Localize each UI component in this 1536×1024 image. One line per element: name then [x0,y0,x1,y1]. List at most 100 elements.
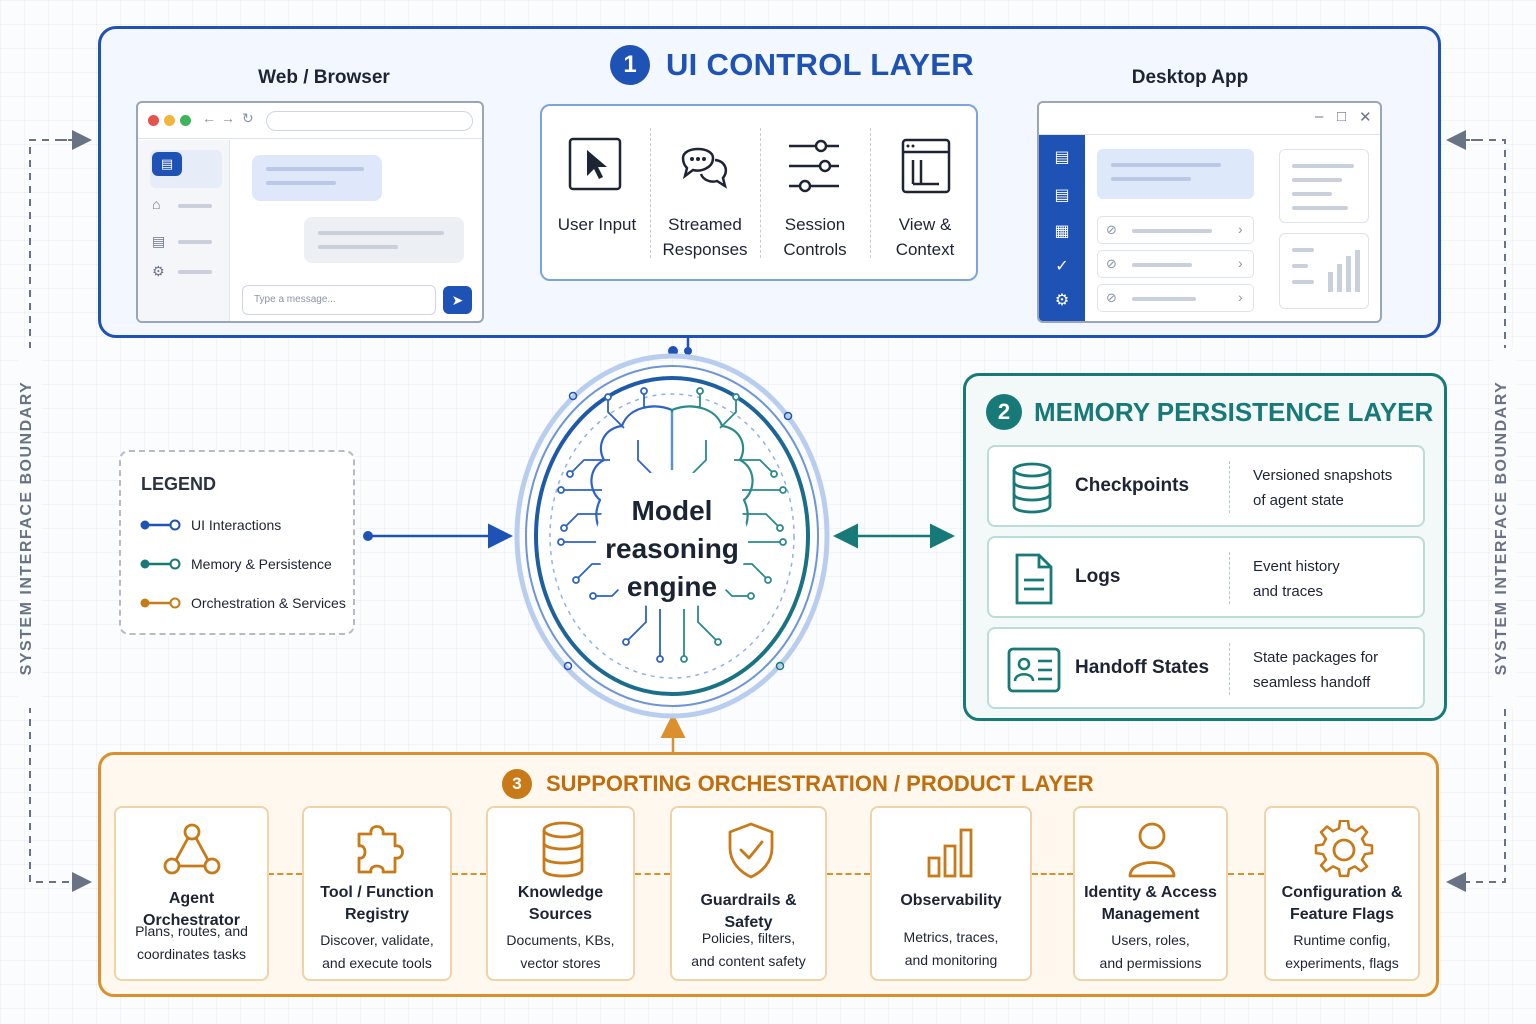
browser-sidebar: ▤ ⌂ ▤ ⚙ [138,140,230,321]
sliders-icon [789,139,839,193]
orchestration-item-observability: Observability Metrics, traces,and monito… [870,806,1032,981]
brain-circuit-icon [514,353,830,719]
minimize-dot-icon [164,115,175,126]
maximize-dot-icon [180,115,191,126]
ui-layer-number-badge: 1 [610,45,650,85]
maximize-icon[interactable]: □ [1337,108,1347,125]
memory-item-name: Logs [1075,566,1121,587]
grid-icon[interactable]: ▦ [1054,223,1070,240]
orchestration-link [452,873,486,875]
gear-icon[interactable]: ⚙ [1054,292,1070,309]
browser-mockup: ← → ↻ ▤ ⌂ ▤ ⚙ Type a message... ➤ [136,101,484,323]
orchestration-link [1032,873,1073,875]
forward-arrow-icon[interactable]: → [221,110,235,126]
orchestration-item-configuration-flags: Configuration &Feature Flags Runtime con… [1264,806,1420,981]
window-icon [901,138,951,194]
back-arrow-icon[interactable]: ← [202,110,216,126]
puzzle-icon [357,825,404,874]
reload-icon[interactable]: ↻ [242,110,254,126]
ui-layer-heading: 1 UI CONTROL LAYER [610,42,974,88]
orchestration-layer-title: SUPPORTING ORCHESTRATION / PRODUCT LAYER [546,771,1094,796]
orchestration-item-name: Observability [900,892,1002,909]
orchestration-item-desc: Policies, filters,and content safety [691,930,806,969]
chat-icon[interactable]: ▤ [1054,149,1070,166]
boundary-label-right: SYSTEM INTERFACE BOUNDARY [1493,348,1517,708]
close-icon[interactable]: ✕ [1359,109,1372,126]
incoming-message-bubble [252,155,382,201]
network-nodes-icon [163,823,221,875]
outgoing-message-bubble [304,217,464,263]
document-icon[interactable]: ▤ [1054,187,1070,204]
id-card-icon [1007,647,1061,693]
send-icon[interactable]: ➤ [443,286,472,314]
document-icon[interactable]: ▤ [152,233,166,249]
legend-item-memory: Memory & Persistence [139,554,332,574]
memory-layer-title: MEMORY PERSISTENCE LAYER [1034,396,1434,427]
minimize-icon[interactable]: – [1315,108,1324,125]
desktop-chart-panel [1279,233,1369,309]
browser-toolbar: ← → ↻ [138,103,482,139]
desktop-active-card [1097,149,1254,199]
legend-title: LEGEND [141,474,217,494]
legend-line-blue [140,519,181,531]
gear-icon[interactable]: ⚙ [152,263,165,279]
desktop-list-row[interactable]: ⊘ › [1097,284,1254,312]
chat-bubbles-icon [681,147,727,189]
feature-view-context: View &Context [870,106,980,279]
orchestration-link [827,873,870,875]
engine-label: Model reasoning engine [605,495,739,602]
legend-item-ui: UI Interactions [139,515,281,535]
feature-user-input: User Input [542,106,652,279]
desktop-app-mockup: – □ ✕ ▤ ▤ ▦ ✓ ⚙ ⊘ › ⊘ › ⊘ › [1037,101,1382,323]
desktop-text-panel [1279,149,1369,223]
legend-box: LEGEND UI Interactions Memory & Persiste… [119,450,355,635]
gear-icon [1314,820,1374,878]
close-dot-icon [148,115,159,126]
legend-line-teal [140,558,181,570]
orchestration-item-guardrails-safety: Guardrails & Safety Policies, filters,an… [670,806,827,981]
message-input[interactable]: Type a message... [242,285,436,315]
desktop-list-row[interactable]: ⊘ › [1097,216,1254,244]
orchestration-item-desc: Users, roles,and permissions [1099,932,1202,971]
desktop-list-row[interactable]: ⊘ › [1097,250,1254,278]
legend-line-orange [140,597,181,609]
cursor-icon [568,137,622,191]
orchestration-link [268,873,302,875]
address-bar[interactable] [266,111,473,131]
sidebar-line [178,204,212,208]
orchestration-layer-heading: 3 SUPPORTING ORCHESTRATION / PRODUCT LAY… [502,767,1094,801]
memory-item-name: Checkpoints [1075,475,1190,496]
document-icon [1015,553,1053,605]
boundary-label-left: SYSTEM INTERFACE BOUNDARY [18,348,42,708]
home-icon[interactable]: ⌂ [152,196,161,212]
orchestration-item-desc: Metrics, traces,and monitoring [903,929,999,968]
ui-layer-title: UI CONTROL LAYER [666,47,974,82]
legend-item-orchestration: Orchestration & Services [139,593,346,613]
sidebar-line [178,270,212,274]
chart-check-icon[interactable]: ✓ [1055,258,1069,275]
orchestration-item-desc: Discover, validate,and execute tools [320,932,434,971]
shield-check-icon [728,822,774,879]
orchestration-link [1228,873,1264,875]
orchestration-item-name: Agent Orchestrator [143,890,240,929]
bar-chart-icon [927,828,973,878]
chat-icon: ▤ [152,152,182,176]
database-icon [1012,462,1052,514]
orchestration-item-name: Guardrails & Safety [700,892,797,931]
